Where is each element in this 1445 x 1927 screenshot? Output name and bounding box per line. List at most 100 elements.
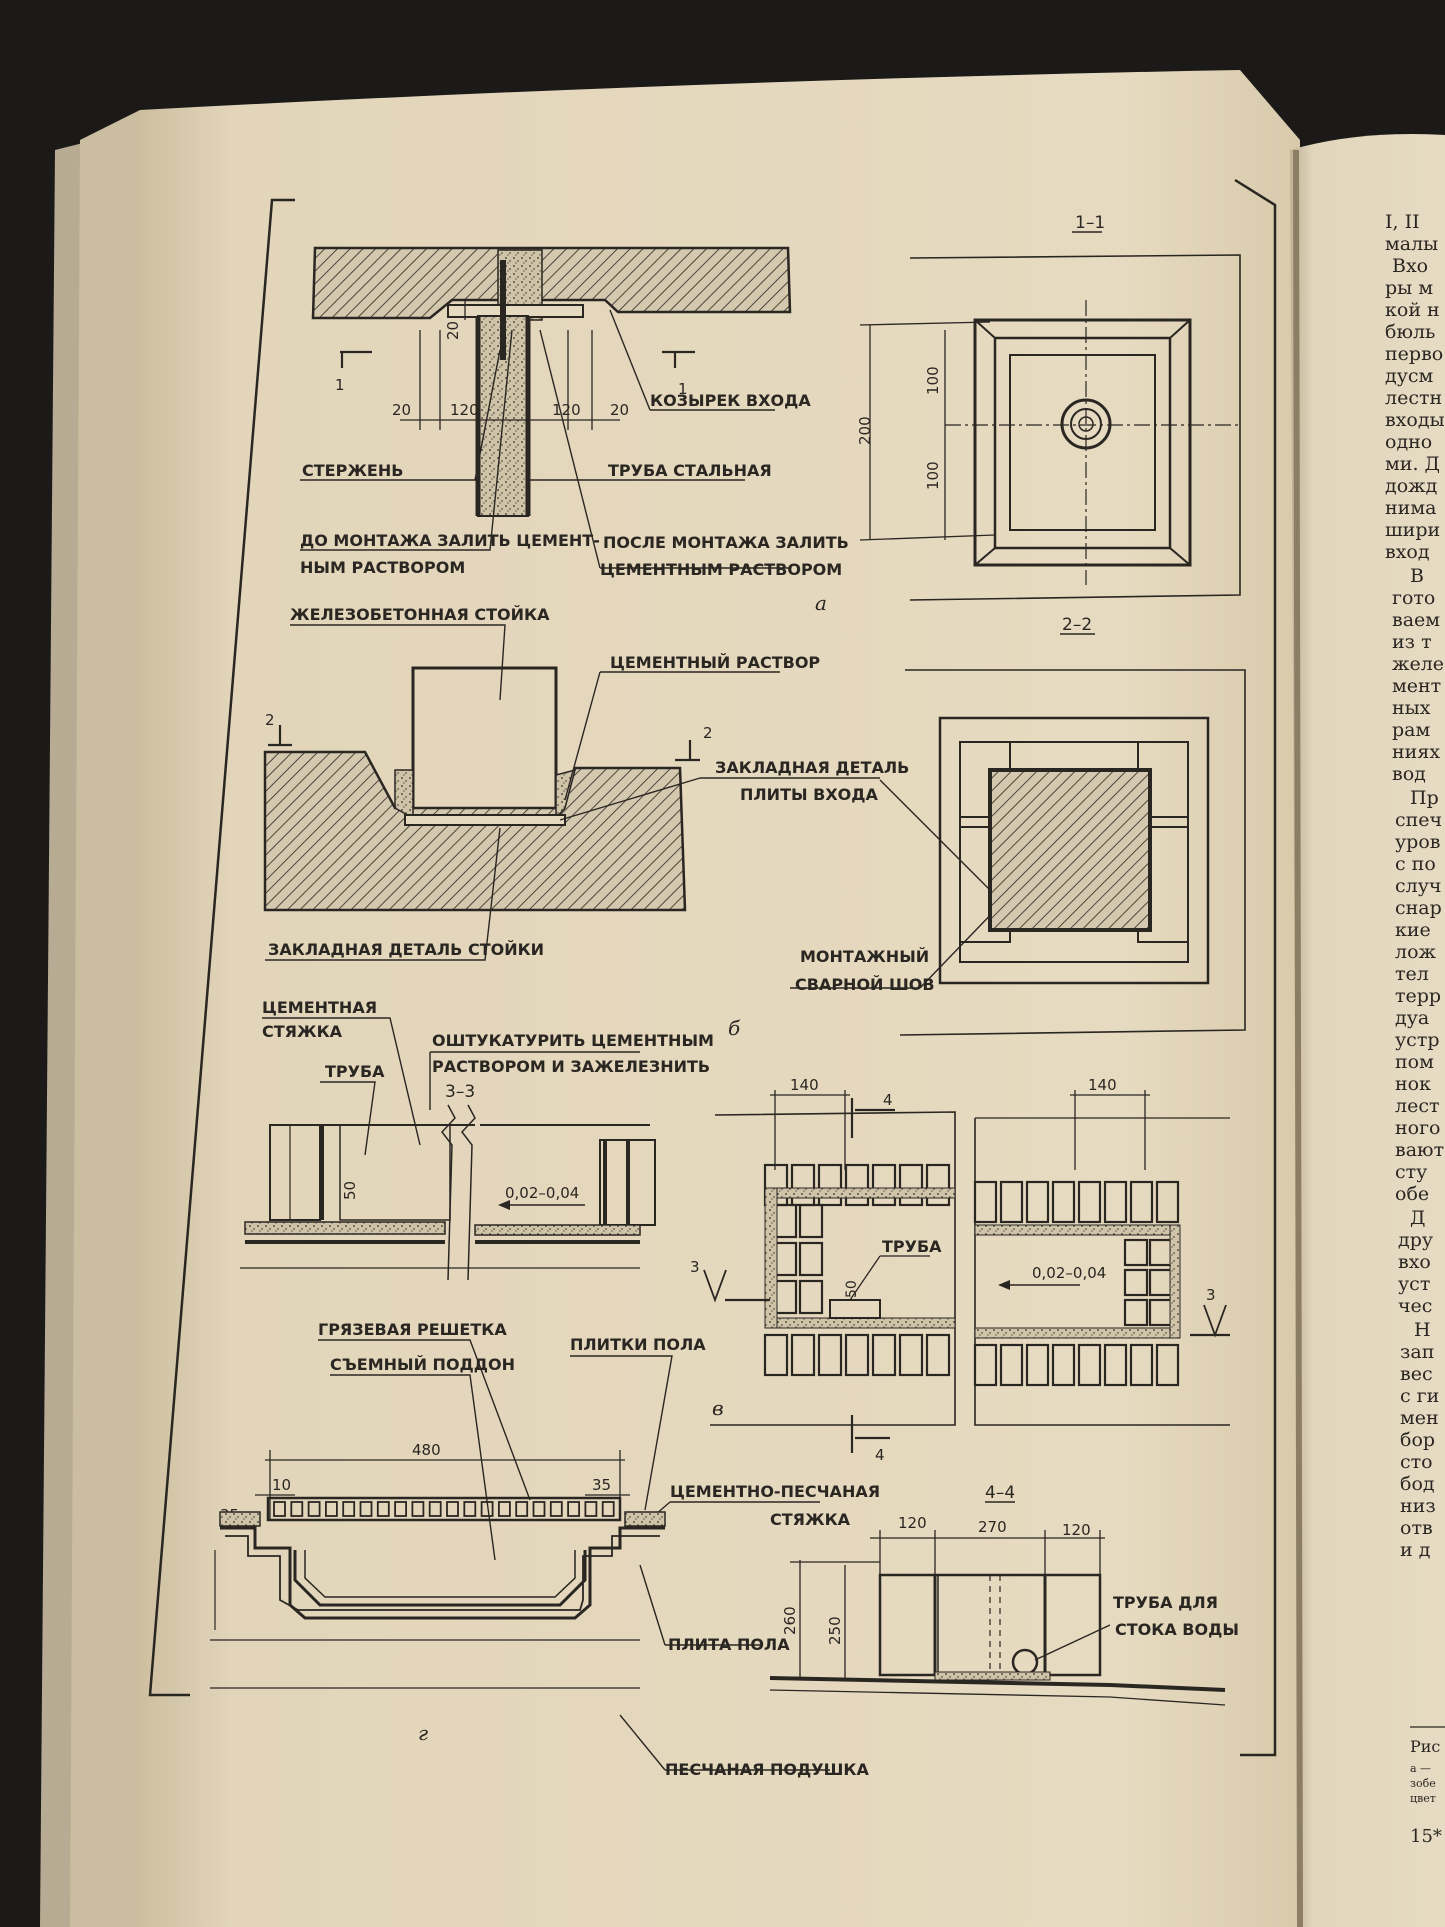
brick <box>817 1163 843 1207</box>
brick <box>1103 1343 1128 1387</box>
brick <box>973 1343 998 1387</box>
right-page-line: шири <box>1385 519 1440 541</box>
brick <box>798 1241 824 1277</box>
right-page-line: одно <box>1385 431 1432 453</box>
brick <box>1155 1180 1180 1224</box>
canopy-slab <box>311 246 792 320</box>
caption-v: в <box>712 1396 724 1420</box>
label-tray: СЪЕМНЫЙ ПОДДОН <box>330 1355 515 1374</box>
right-page-line: вают <box>1395 1139 1444 1161</box>
brick <box>790 1333 816 1377</box>
figure-v: ЦЕМЕНТНАЯ СТЯЖКА ОШТУКАТУРИТЬ ЦЕМЕНТНЫМ … <box>240 998 1230 1464</box>
right-page-line: дру <box>1398 1229 1433 1251</box>
drawing-frame <box>148 178 1277 1757</box>
dim-lines-a <box>400 300 620 430</box>
brick-plan-right <box>973 1180 1180 1387</box>
caption-b: б <box>728 1016 741 1040</box>
section-1-1: 1–1 200 100 100 <box>856 213 1241 601</box>
right-page-line: ваем <box>1392 609 1440 631</box>
brick <box>1123 1298 1149 1327</box>
brick <box>1025 1180 1050 1224</box>
label-tiles: ПЛИТКИ ПОЛА <box>570 1335 706 1354</box>
right-page-line: бор <box>1400 1429 1435 1451</box>
right-page-line: тел <box>1395 963 1429 985</box>
right-page-line: малы <box>1385 233 1438 255</box>
dim-35-right: 35 <box>592 1476 611 1494</box>
slab-plan <box>938 716 1210 985</box>
grate-bar <box>376 1501 390 1517</box>
brick <box>1077 1180 1102 1224</box>
brick <box>898 1333 924 1377</box>
label-after-2: ЦЕМЕНТНЫМ РАСТВОРОМ <box>600 560 842 579</box>
entrance-slab <box>263 750 687 912</box>
slope-label-plan: 0,02–0,04 <box>1032 1264 1106 1282</box>
grate-bar <box>497 1501 511 1517</box>
right-page-line: Д <box>1410 1207 1425 1229</box>
brick <box>898 1163 924 1207</box>
label-before-2: НЫМ РАСТВОРОМ <box>300 558 465 577</box>
right-page-line: с по <box>1395 853 1436 875</box>
brick <box>999 1343 1024 1387</box>
right-page-line: ниях <box>1392 741 1440 763</box>
brick <box>1025 1343 1050 1387</box>
label-sand: ПЕСЧАНАЯ ПОДУШКА <box>665 1760 869 1779</box>
page-block-edge <box>70 110 140 1927</box>
right-page-line: желе <box>1392 653 1444 675</box>
grate-bar <box>463 1501 477 1517</box>
caption-line: Рис <box>1410 1737 1440 1756</box>
dim-480: 480 <box>412 1441 441 1459</box>
section-4-4-title: 4–4 <box>985 1483 1015 1503</box>
brick <box>871 1163 897 1207</box>
right-page-line: спеч <box>1395 809 1442 831</box>
brick <box>844 1163 870 1207</box>
dim-120-right: 120 <box>552 401 581 419</box>
grate-bar <box>307 1501 321 1517</box>
label-plaster-2: РАСТВОРОМ И ЗАЖЕЛЕЗНИТЬ <box>432 1057 710 1076</box>
section-2-2-title: 2–2 <box>1062 615 1092 635</box>
grate-bar <box>273 1501 286 1517</box>
brick <box>1077 1343 1102 1387</box>
right-page-line: нима <box>1385 497 1436 519</box>
label-embed-post: ЗАКЛАДНАЯ ДЕТАЛЬ СТОЙКИ <box>268 940 544 959</box>
right-page-line: сто <box>1400 1451 1433 1473</box>
right-page-line: вхо <box>1398 1251 1431 1273</box>
page-number: 15* <box>1410 1826 1442 1847</box>
dim-100-lower: 100 <box>924 461 942 490</box>
right-page-line: низ <box>1400 1495 1436 1517</box>
caption-line: а — <box>1410 1762 1431 1775</box>
right-page-line: мен <box>1400 1407 1439 1429</box>
screed-layer <box>244 1221 446 1235</box>
right-page-line: входы <box>1385 409 1445 431</box>
right-page-line: вес <box>1400 1363 1433 1385</box>
grate-bar <box>428 1501 442 1517</box>
brick <box>1103 1180 1128 1224</box>
right-page-line: Н <box>1414 1319 1431 1341</box>
post-plan <box>988 768 1152 932</box>
dim-140-right: 140 <box>1088 1076 1117 1094</box>
dim-120-right-44: 120 <box>1062 1521 1091 1539</box>
section-3-3-title: 3–3 <box>445 1082 475 1102</box>
dim-140-left: 140 <box>790 1076 819 1094</box>
right-page-line: I, II <box>1385 211 1420 233</box>
dim-250: 250 <box>826 1616 844 1645</box>
right-page-line: дусм <box>1385 365 1434 387</box>
right-page-line: обе <box>1395 1183 1429 1205</box>
brick <box>1129 1343 1154 1387</box>
right-page <box>1290 134 1445 1927</box>
label-cs-screed-1: ЦЕМЕНТНО-ПЕСЧАНАЯ <box>670 1482 880 1501</box>
caption-line: цвет <box>1410 1792 1436 1805</box>
right-page-line: вод <box>1392 763 1426 785</box>
brick <box>925 1333 951 1377</box>
right-page-line: дожд <box>1385 475 1437 497</box>
label-pipe: ТРУБА <box>325 1062 385 1081</box>
right-page-line: пом <box>1395 1051 1434 1073</box>
label-cs-screed-2: СТЯЖКА <box>770 1510 851 1529</box>
removable-tray <box>293 1550 587 1607</box>
section-mark-1-right: 1 <box>678 380 688 398</box>
label-screed-2: СТЯЖКА <box>262 1022 343 1041</box>
label-grate: ГРЯЗЕВАЯ РЕШЕТКА <box>318 1320 507 1339</box>
dim-120-left-44: 120 <box>898 1514 927 1532</box>
right-page-line: кой н <box>1385 299 1440 321</box>
